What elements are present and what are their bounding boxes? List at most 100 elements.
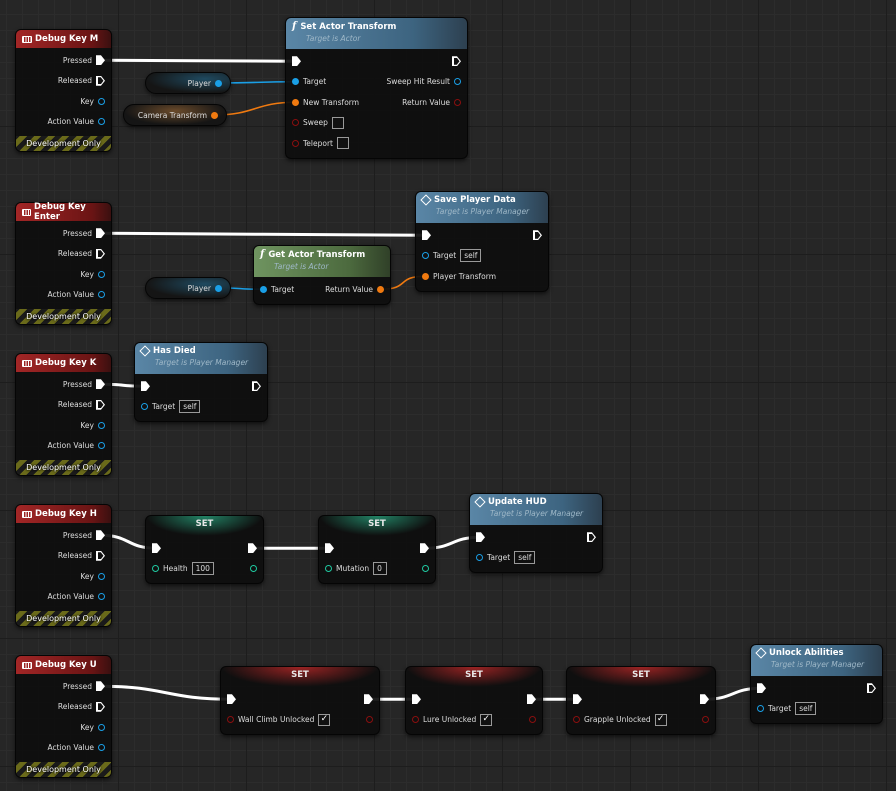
exec-pin[interactable] <box>141 381 150 391</box>
exec-pin[interactable] <box>152 543 161 553</box>
object-pin[interactable] <box>141 403 148 411</box>
object-pin[interactable] <box>422 252 429 260</box>
bool-pin[interactable] <box>412 716 419 724</box>
exec-pin[interactable] <box>476 532 485 542</box>
exec-pin[interactable] <box>96 379 105 389</box>
object-pin[interactable] <box>454 78 461 86</box>
exec-pin[interactable] <box>757 683 766 693</box>
object-pin[interactable] <box>757 705 764 713</box>
bool-pin[interactable] <box>292 119 299 127</box>
bool-pin[interactable] <box>366 716 373 724</box>
transform-pin[interactable] <box>292 98 299 106</box>
pin-value-input[interactable]: self <box>460 249 482 263</box>
exec-pin[interactable] <box>412 694 421 704</box>
object-pin[interactable] <box>98 723 105 731</box>
exec-pin[interactable] <box>325 543 334 553</box>
int-pin[interactable] <box>250 565 257 573</box>
exec-pin[interactable] <box>527 694 536 704</box>
exec-pin[interactable] <box>292 56 301 66</box>
bool-pin[interactable] <box>529 716 536 724</box>
int-pin[interactable] <box>325 565 332 573</box>
exec-pin[interactable] <box>96 551 105 561</box>
transform-pin[interactable] <box>211 111 218 119</box>
bool-pin[interactable] <box>702 716 709 724</box>
object-pin[interactable] <box>98 270 105 278</box>
exec-pin[interactable] <box>96 76 105 86</box>
pin-checkbox[interactable]: ✓ <box>318 713 331 726</box>
exec-pin[interactable] <box>96 55 105 65</box>
exec-pin[interactable] <box>452 56 461 66</box>
variable-node-camera-transform[interactable]: Camera Transform <box>123 104 227 126</box>
pin-value-input[interactable]: 0 <box>373 562 388 576</box>
exec-wire[interactable] <box>100 684 232 701</box>
object-pin[interactable] <box>98 593 105 601</box>
exec-pin[interactable] <box>96 249 105 259</box>
exec-pin[interactable] <box>867 683 876 693</box>
pin-checkbox[interactable]: ✓ <box>654 713 667 726</box>
exec-pin[interactable] <box>573 694 582 704</box>
transform-pin[interactable] <box>422 272 429 280</box>
pin-checkbox[interactable] <box>331 116 344 129</box>
exec-pin[interactable] <box>248 543 257 553</box>
object-pin[interactable] <box>98 421 105 429</box>
exec-pin[interactable] <box>533 230 542 240</box>
exec-pin[interactable] <box>96 228 105 238</box>
exec-wire[interactable] <box>100 58 297 63</box>
pin-checkbox[interactable]: ✓ <box>480 713 493 726</box>
output-pin-group: Released <box>58 249 105 259</box>
object-pin[interactable] <box>260 285 267 293</box>
exec-pin[interactable] <box>96 702 105 712</box>
object-pin[interactable] <box>98 744 105 752</box>
exec-pin[interactable] <box>227 694 236 704</box>
pin-value-input[interactable]: self <box>795 702 817 716</box>
bool-pin[interactable] <box>227 716 234 724</box>
object-pin[interactable] <box>292 78 299 86</box>
int-pin[interactable] <box>422 565 429 573</box>
exec-pin[interactable] <box>252 381 261 391</box>
transform-pin[interactable] <box>377 285 384 293</box>
exec-wire[interactable] <box>100 231 427 237</box>
bool-pin[interactable] <box>573 716 580 724</box>
variable-node-player[interactable]: Player <box>145 277 231 299</box>
bool-pin[interactable] <box>292 139 299 147</box>
exec-pin[interactable] <box>96 400 105 410</box>
exec-pin[interactable] <box>587 532 596 542</box>
pin-value-input[interactable]: self <box>179 400 201 414</box>
exec-pin[interactable] <box>422 230 431 240</box>
object-pin[interactable] <box>98 97 105 105</box>
object-pin[interactable] <box>215 284 222 292</box>
pin-value-input[interactable]: 100 <box>191 562 214 576</box>
object-pin[interactable] <box>98 118 105 126</box>
exec-pin[interactable] <box>364 694 373 704</box>
exec-pin[interactable] <box>96 681 105 691</box>
object-pin[interactable] <box>215 79 222 87</box>
int-pin[interactable] <box>152 565 159 573</box>
exec-pin[interactable] <box>96 530 105 540</box>
pin-checkbox[interactable] <box>337 137 349 150</box>
exec-pin[interactable] <box>700 694 709 704</box>
object-pin[interactable] <box>98 442 105 450</box>
variable-node-player[interactable]: Player <box>145 72 231 94</box>
pin-value-input[interactable]: self <box>514 551 536 565</box>
bool-pin[interactable] <box>454 98 461 106</box>
object-pin[interactable] <box>98 572 105 580</box>
object-pin[interactable] <box>98 291 105 299</box>
object-pin[interactable] <box>476 554 483 562</box>
exec-pin[interactable] <box>420 543 429 553</box>
